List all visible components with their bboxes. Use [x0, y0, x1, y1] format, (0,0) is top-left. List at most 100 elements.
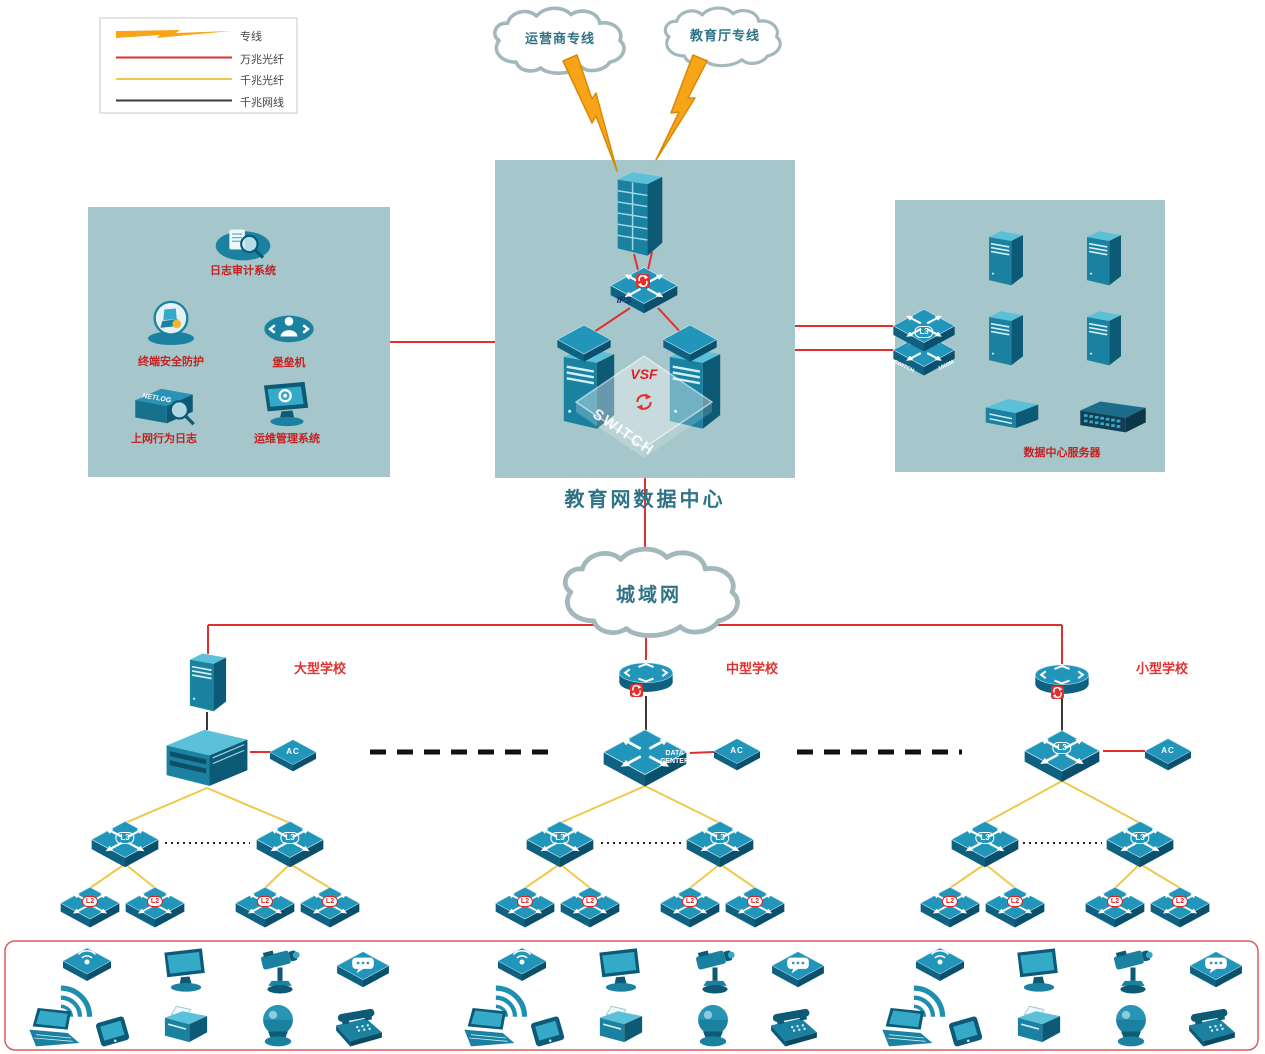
switch-speed-label: 1000M	[703, 915, 722, 929]
data-center-text: DATA CENTER	[660, 750, 689, 766]
switch-label: SWITCH	[90, 854, 115, 871]
switch-speed-label: 1000M	[1000, 854, 1020, 869]
l2-badge: L2	[256, 896, 274, 907]
l2-badge: L2	[1171, 896, 1189, 907]
switch-label: SWITCH	[950, 854, 975, 871]
legend-box	[99, 17, 298, 114]
l2-badge: L2	[746, 896, 764, 907]
switch-speed-label: 1000M	[937, 359, 956, 373]
ac-label: AC	[730, 746, 744, 755]
cable-1g-links	[206, 696, 1063, 731]
netlog-label: 上网行为日志	[131, 433, 197, 445]
netlog-icon-text: NETLOG	[141, 392, 172, 405]
l3-badge: L3	[914, 326, 934, 338]
l3-badge: L3	[1130, 832, 1150, 844]
switch-label: SWITCH	[58, 915, 81, 931]
man-cloud-label: 城域网	[615, 585, 682, 606]
l2-badge: L2	[1006, 896, 1024, 907]
l3-badge: L3	[550, 832, 570, 844]
l2-badge: L2	[1106, 896, 1124, 907]
fiber-1g-links	[89, 780, 1181, 889]
ac-controller-labels: AC	[713, 737, 761, 773]
large-school-label: 大型学校	[293, 661, 346, 676]
legend-label-1g-cable: 千兆网线	[240, 97, 284, 109]
data-line: DATA	[665, 750, 684, 757]
switch-label: SWITCH	[658, 915, 681, 931]
l3-badge: L3	[280, 832, 300, 844]
carrier-cloud-label: 运营商专线	[524, 31, 595, 46]
switch-label: SWITCH	[493, 915, 516, 931]
medium-school-label: 中型学校	[725, 661, 778, 676]
dashed-separators	[165, 749, 1102, 844]
l2-badge: L2	[941, 896, 959, 907]
l3-badge: L3	[1052, 742, 1072, 754]
l3-badge: L3	[115, 832, 135, 844]
switch-label: SWITCH	[983, 915, 1006, 931]
legend-lightning-icon	[116, 30, 231, 38]
switch-label: SWITCH	[558, 915, 581, 931]
switch-label: SWITCH	[918, 915, 941, 931]
vsf-label: VSF	[630, 366, 658, 382]
switch-label: SWITCH	[1022, 766, 1049, 785]
center-line: CENTER	[660, 758, 689, 765]
switch-speed-label: 1000M	[963, 915, 982, 929]
l2-badge: L2	[681, 896, 699, 907]
switch-label: SWITCH	[1105, 854, 1130, 871]
switch-speed-label: 1000M	[575, 854, 595, 869]
l2-badge: L2	[581, 896, 599, 907]
switch-label: SWITCH	[1148, 915, 1171, 931]
switch-speed-label: 1000M	[603, 915, 622, 929]
switch-speed-label: 1000M	[538, 915, 557, 929]
ac-label: AC	[1161, 746, 1175, 755]
switch-speed-label: 1000M	[1080, 766, 1102, 782]
switch-speed-label: 1000M	[278, 915, 297, 929]
switch-speed-label: 1000M	[140, 854, 160, 869]
switch-speed-label: 1000M	[103, 915, 122, 929]
l2-badge: L2	[146, 896, 164, 907]
log-audit-label: 日志审计系统	[210, 265, 276, 277]
l2-badge: L2	[516, 896, 534, 907]
legend-label-dedicated-line: 专线	[240, 31, 262, 43]
switch-label: SWITCH	[723, 915, 746, 931]
l3-badge: L3	[975, 832, 995, 844]
datacenter-title: 教育网数据中心	[564, 489, 726, 511]
education-lightning-bolt	[655, 54, 708, 161]
switch-speed-label: 1000M	[1193, 915, 1212, 929]
switch-label: SWITCH	[892, 359, 915, 375]
ac-controller-labels: AC	[1144, 737, 1192, 773]
ac-controller-labels: AC	[269, 738, 317, 774]
switch-speed-label: 1000M	[343, 915, 362, 929]
switch-label: SWITCH	[1083, 915, 1106, 931]
small-school-label: 小型学校	[1135, 661, 1188, 676]
switch-label: SWITCH	[525, 854, 550, 871]
switch-speed-label: 1000M	[735, 854, 755, 869]
switch-speed-label: 1000M	[305, 854, 325, 869]
switch-speed-label: 1000M	[1028, 915, 1047, 929]
switch-label: SWITCH	[685, 854, 710, 871]
switch-speed-label: 1000M	[168, 915, 187, 929]
switch-label: SWITCH	[298, 915, 321, 931]
ops-management-label: 运维管理系统	[254, 433, 320, 445]
core-switch-labels: L3 SWITCH 1000M	[1020, 729, 1104, 785]
switch-speed-label: 1000M	[768, 915, 787, 929]
core-switch-labels: SWITCH DATA CENTER	[599, 728, 691, 790]
switch-speed-label: 1000M	[1128, 915, 1147, 929]
server-zone-label: 数据中心服务器	[1023, 447, 1101, 459]
